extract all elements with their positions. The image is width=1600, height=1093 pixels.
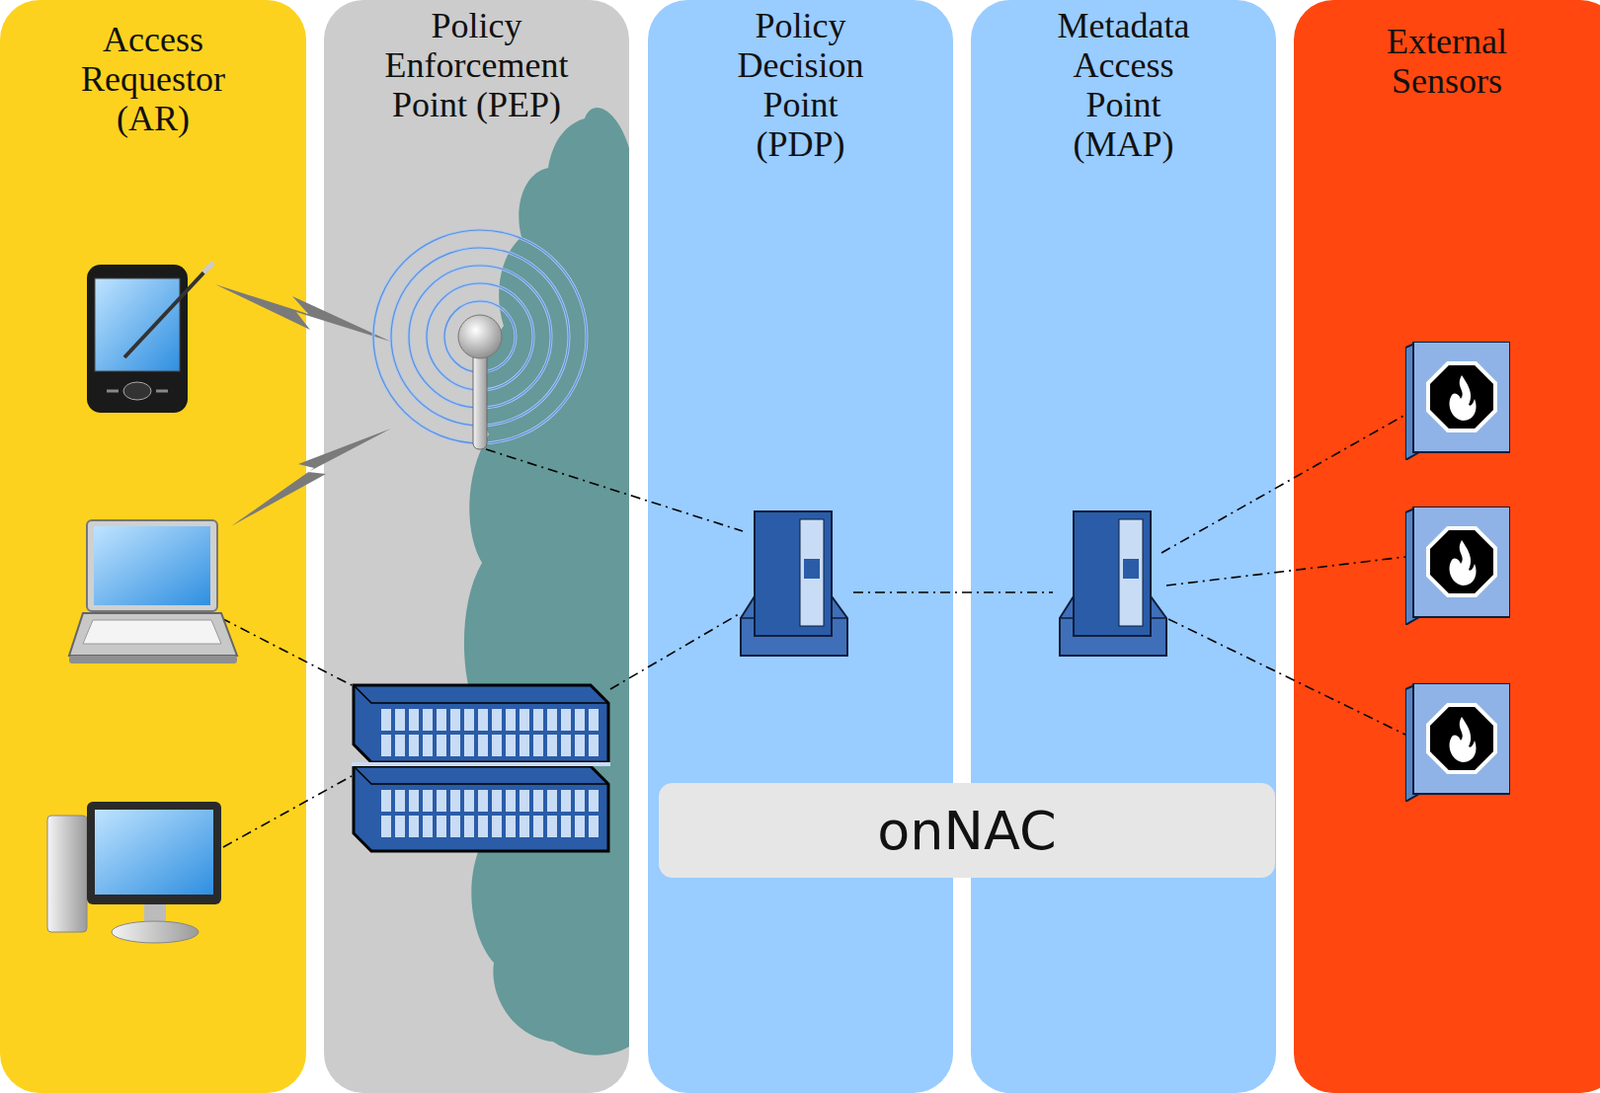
band-heading: Policy Decision Point (PDP) xyxy=(737,5,865,164)
band-heading: External Sensors xyxy=(1386,21,1508,101)
role-band: Metadata Access Point (MAP) xyxy=(970,0,1277,1093)
system-name: onNAC xyxy=(877,800,1056,863)
role-band: Policy Enforcement Point (PEP) xyxy=(323,0,630,1093)
role-band: Policy Decision Point (PDP) xyxy=(647,0,954,1093)
role-band: Access Requestor (AR) xyxy=(0,0,307,1093)
band-heading: Policy Enforcement Point (PEP) xyxy=(385,5,569,125)
role-band: External Sensors xyxy=(1293,0,1600,1093)
band-heading: Access Requestor (AR) xyxy=(80,19,226,139)
system-label-box: onNAC xyxy=(658,783,1276,879)
band-heading: Metadata Access Point (MAP) xyxy=(1057,5,1191,164)
